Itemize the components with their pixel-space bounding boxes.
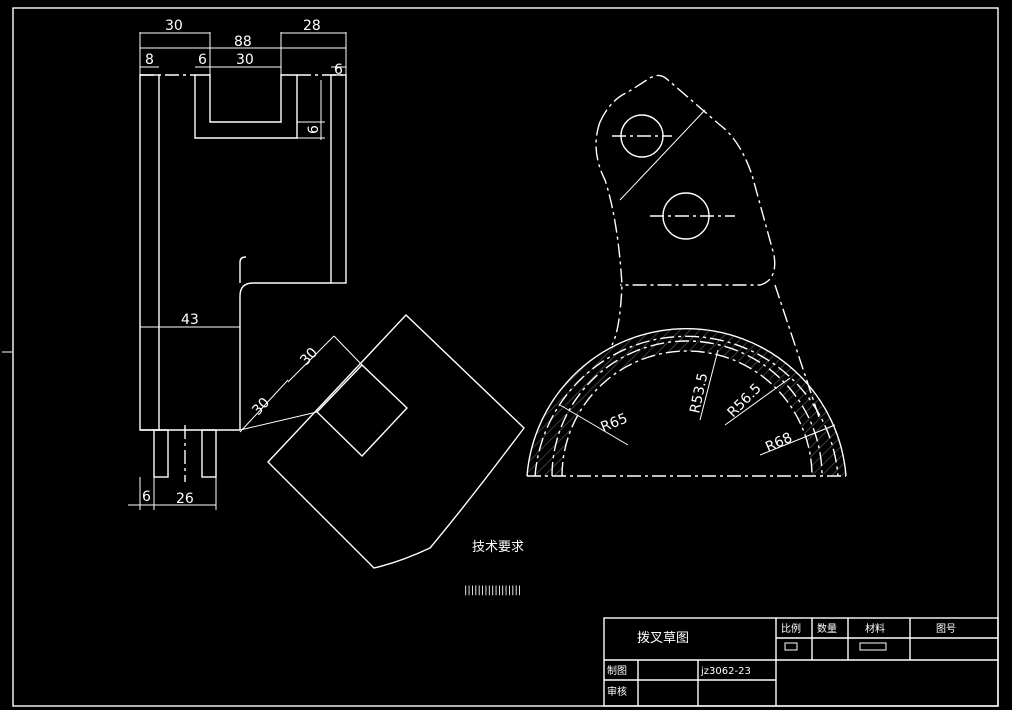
student-no: jz3062-23: [700, 666, 751, 677]
checked-label: 审核: [607, 685, 627, 698]
notes-heading: 技术要求: [472, 540, 524, 555]
section-dim-ext-a: [239, 411, 318, 431]
dim-6-right-wall: 6: [334, 62, 343, 78]
section-dim-a: [239, 379, 289, 433]
lug-right: [201, 429, 217, 478]
radius-leader-565: [724, 377, 791, 426]
arm-centerline: [619, 109, 706, 201]
side-view: R65 R53.5 R56.5 R68: [526, 74, 847, 477]
section-dim-ext-b: [333, 335, 363, 366]
dim-6-slot-bottom: 6: [306, 125, 322, 134]
dim-6-bottom: 6: [142, 489, 151, 505]
radius-leader-65: [559, 404, 629, 446]
dim-88: 88: [234, 34, 252, 50]
dim-30-slot: 30: [236, 52, 254, 68]
material-label: 材料: [865, 622, 885, 635]
dim-r68: R68: [763, 430, 795, 456]
front-dimensions: [128, 32, 347, 510]
step-contour: [239, 282, 331, 430]
scale-box: [784, 642, 798, 651]
sheet-border: [12, 7, 999, 707]
dim-6-slot-wall: 6: [198, 52, 207, 68]
section-dim-b: [287, 335, 335, 383]
notes-body: |||||||||||||||||: [464, 585, 521, 596]
dim-30-top: 30: [165, 18, 183, 34]
drawn-label: 制图: [607, 664, 627, 677]
step-fillet: [239, 256, 247, 283]
dim-r535: R53.5: [687, 371, 711, 414]
drawing-no-label: 图号: [936, 623, 956, 635]
dim-26: 26: [176, 491, 194, 507]
radius-leader-535: [699, 349, 719, 421]
arm-outline: [595, 74, 776, 346]
section-view: 30 30: [239, 314, 525, 569]
dim-43: 43: [181, 312, 199, 328]
title-text: 拨叉草图: [637, 631, 689, 646]
fork-inner-arc: [561, 350, 813, 477]
lug-left: [153, 429, 169, 478]
scale-label: 比例: [781, 622, 801, 635]
section-body: [267, 314, 525, 569]
dim-r65: R65: [599, 411, 631, 436]
radius-leader-68: [759, 424, 836, 456]
title-block: [603, 617, 999, 707]
left-wall-section: [139, 74, 160, 431]
dim-8: 8: [145, 52, 154, 68]
section-hole: [316, 364, 408, 458]
front-view: 30 28 88 8 6 30 6 6 43 6 26: [128, 18, 347, 510]
dim-30-section-b: 30: [297, 345, 321, 369]
right-wall-section: [330, 74, 347, 284]
fork-section: [527, 328, 846, 476]
material-box: [859, 642, 887, 651]
quantity-label: 数量: [817, 622, 837, 635]
u-slot-section: [194, 74, 298, 139]
dim-28-top: 28: [303, 18, 321, 34]
dim-30-section-a: 30: [249, 395, 273, 419]
